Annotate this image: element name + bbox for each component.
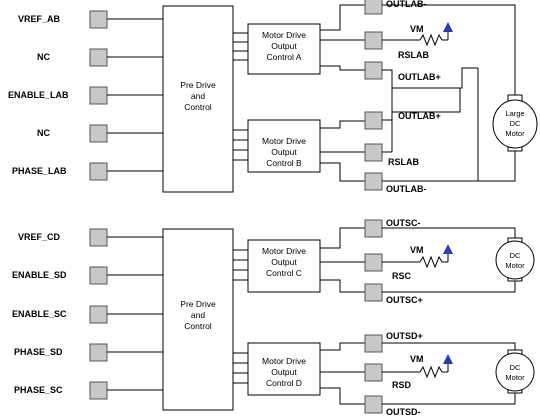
large-dc-motor — [492, 99, 538, 149]
pre-drive-block-top — [162, 5, 234, 193]
pre-drive-label-bottom-3: Control — [184, 321, 212, 331]
motor-c-label-2: Motor — [505, 261, 525, 270]
label-rsd: RSD — [392, 380, 412, 390]
motor-d-label-2: Motor — [505, 373, 525, 382]
vm-arrow-icon-top — [443, 22, 453, 32]
input-label-nc-2: NC — [37, 128, 50, 138]
pre-drive-block-bottom — [162, 228, 234, 411]
input-label-nc-1: NC — [37, 52, 50, 62]
motor-drive-block-c — [247, 239, 321, 293]
output-pad-outsc-minus — [364, 219, 383, 238]
large-motor-label-3: Motor — [505, 129, 525, 138]
input-label-enable-sd: ENABLE_SD — [12, 270, 67, 280]
motor-drive-block-d — [247, 342, 321, 396]
driver-c-label-2: Output — [271, 257, 297, 267]
input-pad-enable-sc — [89, 305, 108, 324]
bottom-section: VREF_CD ENABLE_SD ENABLE_SC PHASE_SD PHA… — [12, 218, 535, 416]
driver-d-label-3: Control D — [266, 378, 302, 388]
pre-drive-label-top-1: Pre Drive — [180, 80, 216, 90]
motor-drive-block-b — [247, 119, 321, 173]
motor-c-label-1: DC — [510, 251, 521, 260]
input-label-vref-ab: VREF_AB — [18, 14, 61, 24]
dc-motor-d — [495, 352, 535, 392]
input-pad-enable-lab — [89, 86, 108, 105]
label-rsc: RSC — [392, 271, 412, 281]
input-label-phase-sd: PHASE_SD — [14, 347, 63, 357]
output-pad-rsd — [364, 363, 383, 382]
top-section: VREF_AB NC ENABLE_LAB NC PHASE_LAB Pre D… — [8, 0, 538, 194]
driver-d-label-1: Motor Drive — [262, 356, 306, 366]
label-vm-d: VM — [410, 354, 424, 364]
input-pad-nc-2 — [89, 124, 108, 143]
driver-b-label-2: Output — [271, 147, 297, 157]
output-pad-outlab-minus-1 — [364, 0, 383, 15]
pre-drive-label-top-3: Control — [184, 102, 212, 112]
driver-c-label-1: Motor Drive — [262, 246, 306, 256]
driver-d-label-2: Output — [271, 367, 297, 377]
resistor-rslab — [419, 33, 443, 47]
label-outsc-plus: OUTSC+ — [386, 295, 423, 305]
driver-c-label-3: Control C — [266, 268, 302, 278]
driver-a-label-3: Control A — [267, 52, 302, 62]
output-pad-outsd-plus — [364, 334, 383, 353]
label-outlab-plus-2: OUTLAB+ — [398, 111, 441, 121]
vm-arrow-icon-c — [443, 244, 453, 254]
input-pad-phase-sd — [89, 343, 108, 362]
driver-a-label-1: Motor Drive — [262, 30, 306, 40]
output-pad-outsd-minus — [364, 395, 383, 414]
input-label-phase-lab: PHASE_LAB — [12, 166, 67, 176]
resistor-rsd — [419, 365, 443, 379]
output-pad-outsc-plus — [364, 283, 383, 302]
pre-drive-label-top-2: and — [191, 91, 205, 101]
output-pad-rsc — [364, 253, 383, 272]
input-pad-phase-sc — [89, 381, 108, 400]
label-vm-top: VM — [410, 24, 424, 34]
output-pad-rslab-1 — [364, 31, 383, 50]
output-pad-outlab-plus-1 — [364, 61, 383, 80]
vm-arrow-icon-d — [443, 354, 453, 364]
label-outsd-minus: OUTSD- — [386, 407, 421, 416]
input-pad-vref-cd — [89, 228, 108, 247]
input-label-enable-lab: ENABLE_LAB — [8, 90, 69, 100]
driver-a-label-2: Output — [271, 41, 297, 51]
large-motor-label-1: Large — [505, 109, 524, 118]
label-outsc-minus: OUTSC- — [386, 218, 421, 228]
label-rslab-2: RSLAB — [388, 157, 419, 167]
input-pad-nc-1 — [89, 48, 108, 67]
input-label-phase-sc: PHASE_SC — [14, 385, 63, 395]
output-pad-outlab-plus-2 — [364, 111, 383, 130]
input-pad-vref-ab — [89, 10, 108, 29]
output-pad-outlab-minus-2 — [364, 172, 383, 191]
label-outlab-minus-2: OUTLAB- — [386, 184, 427, 194]
label-outsd-plus: OUTSD+ — [386, 331, 423, 341]
input-pad-enable-sd — [89, 266, 108, 285]
pre-drive-label-bottom-1: Pre Drive — [180, 299, 216, 309]
large-motor-label-2: DC — [510, 119, 521, 128]
dc-motor-c — [495, 240, 535, 280]
driver-b-label-3: Control B — [266, 158, 302, 168]
output-pad-rslab-2 — [364, 143, 383, 162]
pre-drive-label-bottom-2: and — [191, 310, 205, 320]
input-pad-phase-lab — [89, 162, 108, 181]
input-label-enable-sc: ENABLE_SC — [12, 309, 67, 319]
input-label-vref-cd: VREF_CD — [18, 232, 61, 242]
label-outlab-plus-1: OUTLAB+ — [398, 72, 441, 82]
label-rslab-1: RSLAB — [398, 50, 429, 60]
resistor-rsc — [419, 255, 443, 269]
driver-b-label-1: Motor Drive — [262, 136, 306, 146]
label-vm-c: VM — [410, 245, 424, 255]
motor-drive-block-a — [247, 23, 321, 75]
motor-d-label-1: DC — [510, 363, 521, 372]
